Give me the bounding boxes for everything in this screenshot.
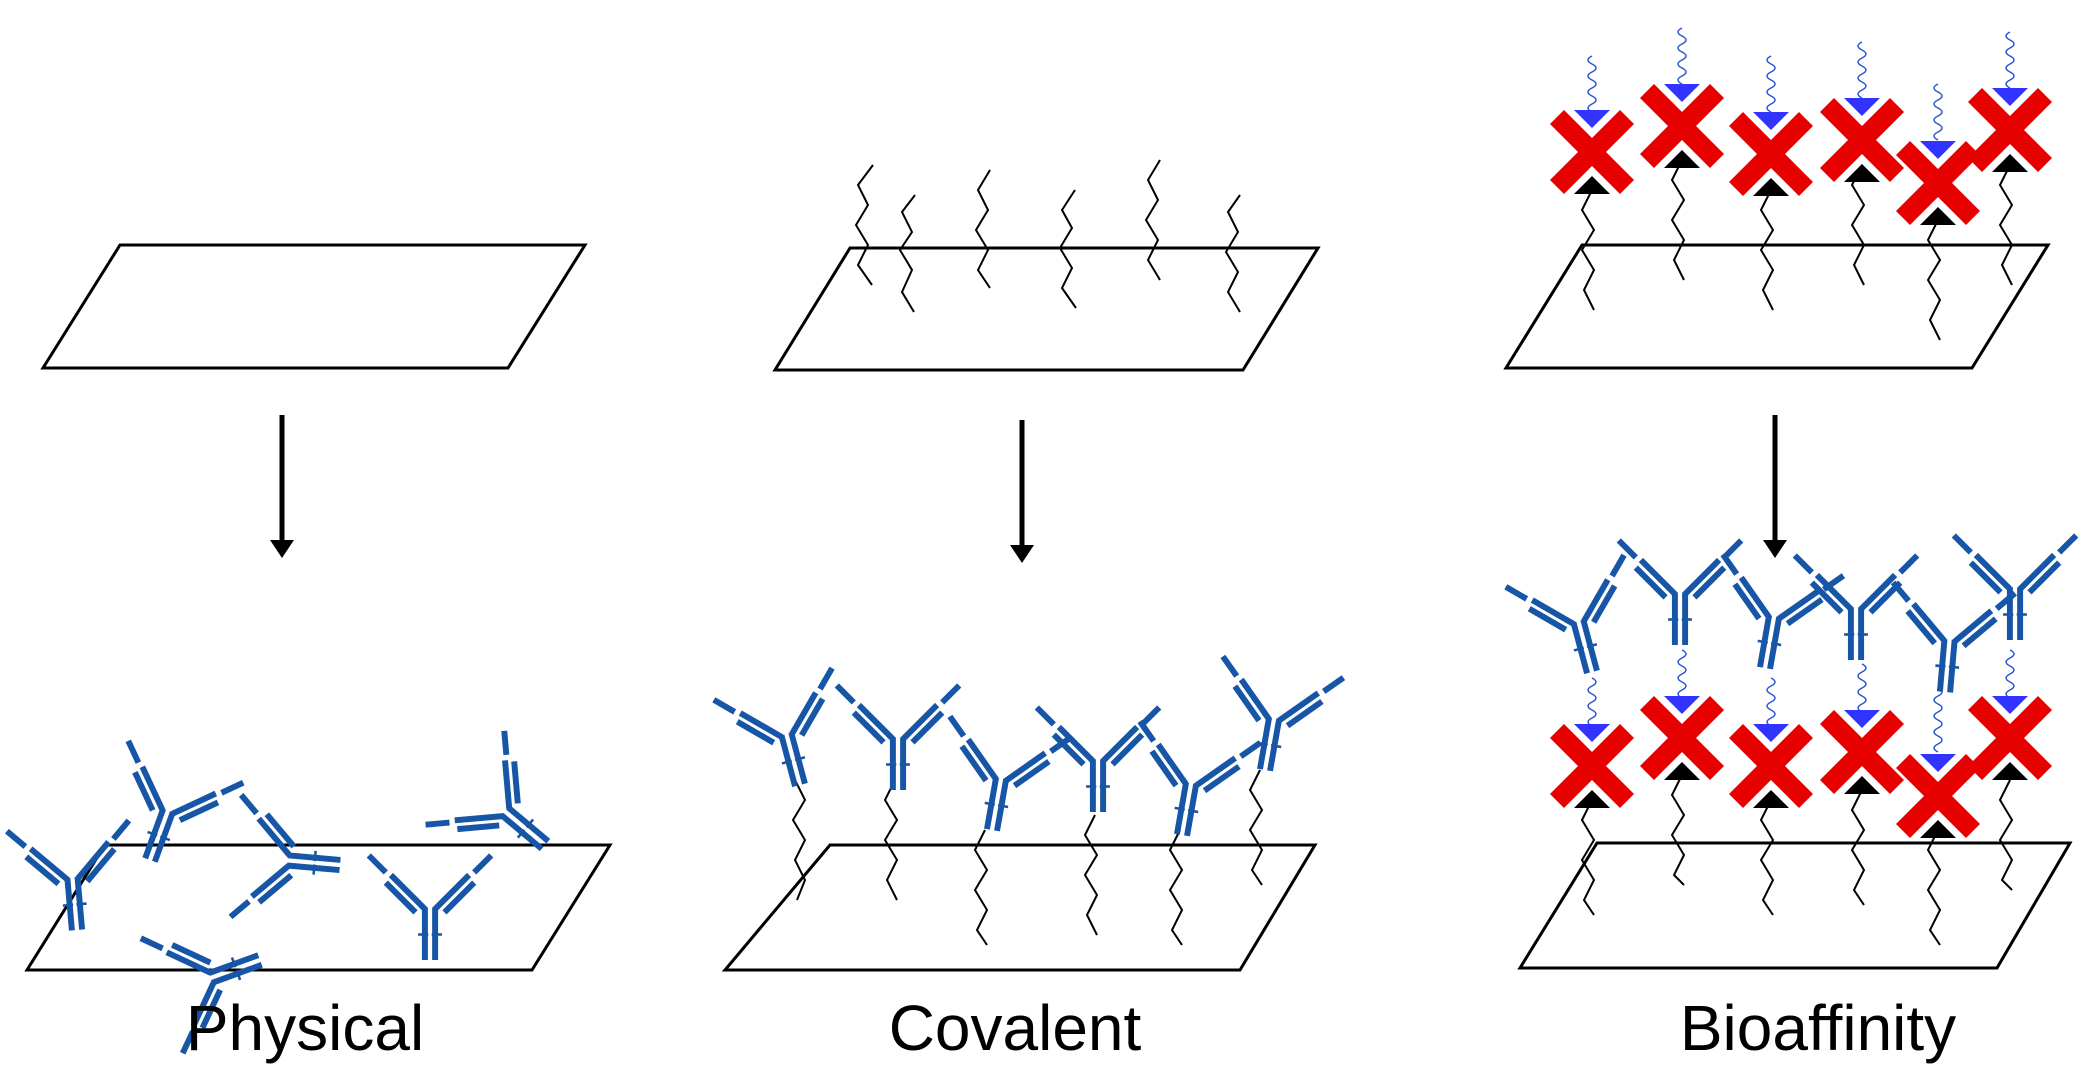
antibody-icon (1122, 721, 1261, 845)
surface-slide-icon (40, 243, 588, 370)
linker-group (854, 159, 1241, 313)
antibody-icon (7, 821, 138, 936)
antibody-group (714, 656, 1344, 845)
linker-group (791, 769, 1264, 946)
surface-slide-icon (721, 843, 1318, 972)
panel-label-physical: Physical (186, 992, 424, 1064)
cross-tag-icon (1820, 710, 1904, 794)
antibody-icon (932, 716, 1071, 840)
antibody-icon (231, 795, 346, 926)
tag-group (1550, 84, 2052, 225)
antibody-icon (1884, 583, 2015, 698)
panel-label-bioaffinity: Bioaffinity (1680, 992, 1956, 1064)
linker-group (1580, 159, 2014, 341)
antibody-group (1506, 535, 2076, 697)
cross-tag-icon (1640, 696, 1724, 780)
cross-tag-icon (1820, 98, 1904, 182)
cross-tag-icon (1896, 141, 1980, 225)
panel-label-covalent: Covalent (889, 992, 1142, 1064)
antibody-icon (426, 731, 585, 892)
antibody-icon (1705, 554, 1844, 678)
cross-tag-icon (1729, 112, 1813, 196)
cross-tag-icon (1968, 696, 2052, 780)
cross-tag-icon (1550, 724, 1634, 808)
antibody-icon (1506, 555, 1651, 688)
cross-tag-icon (1550, 110, 1634, 194)
antibody-icon (837, 685, 959, 790)
spacer-group (1587, 649, 2015, 753)
cross-tag-icon (1729, 724, 1813, 808)
surface-slide-icon (24, 843, 613, 972)
tag-group (1550, 696, 2052, 838)
down-arrow-icon (270, 415, 294, 558)
panel-physical: Physical (7, 243, 613, 1064)
panel-bioaffinity: Bioaffinity (1503, 27, 2076, 1064)
cross-tag-icon (1896, 754, 1980, 838)
panel-covalent: Covalent (714, 159, 1344, 1064)
surface-slide-icon (772, 246, 1321, 372)
linker-group (1580, 774, 2014, 946)
cross-tag-icon (1640, 84, 1724, 168)
antibody-icon (369, 855, 491, 960)
cross-tag-icon (1968, 88, 2052, 172)
spacer-group (1587, 27, 2015, 141)
antibody-icon (92, 741, 243, 881)
down-arrow-icon (1010, 420, 1034, 563)
surface-slide-icon (1503, 243, 2051, 370)
down-arrow-icon (1763, 415, 1787, 558)
surface-slide-icon (1517, 841, 2073, 970)
